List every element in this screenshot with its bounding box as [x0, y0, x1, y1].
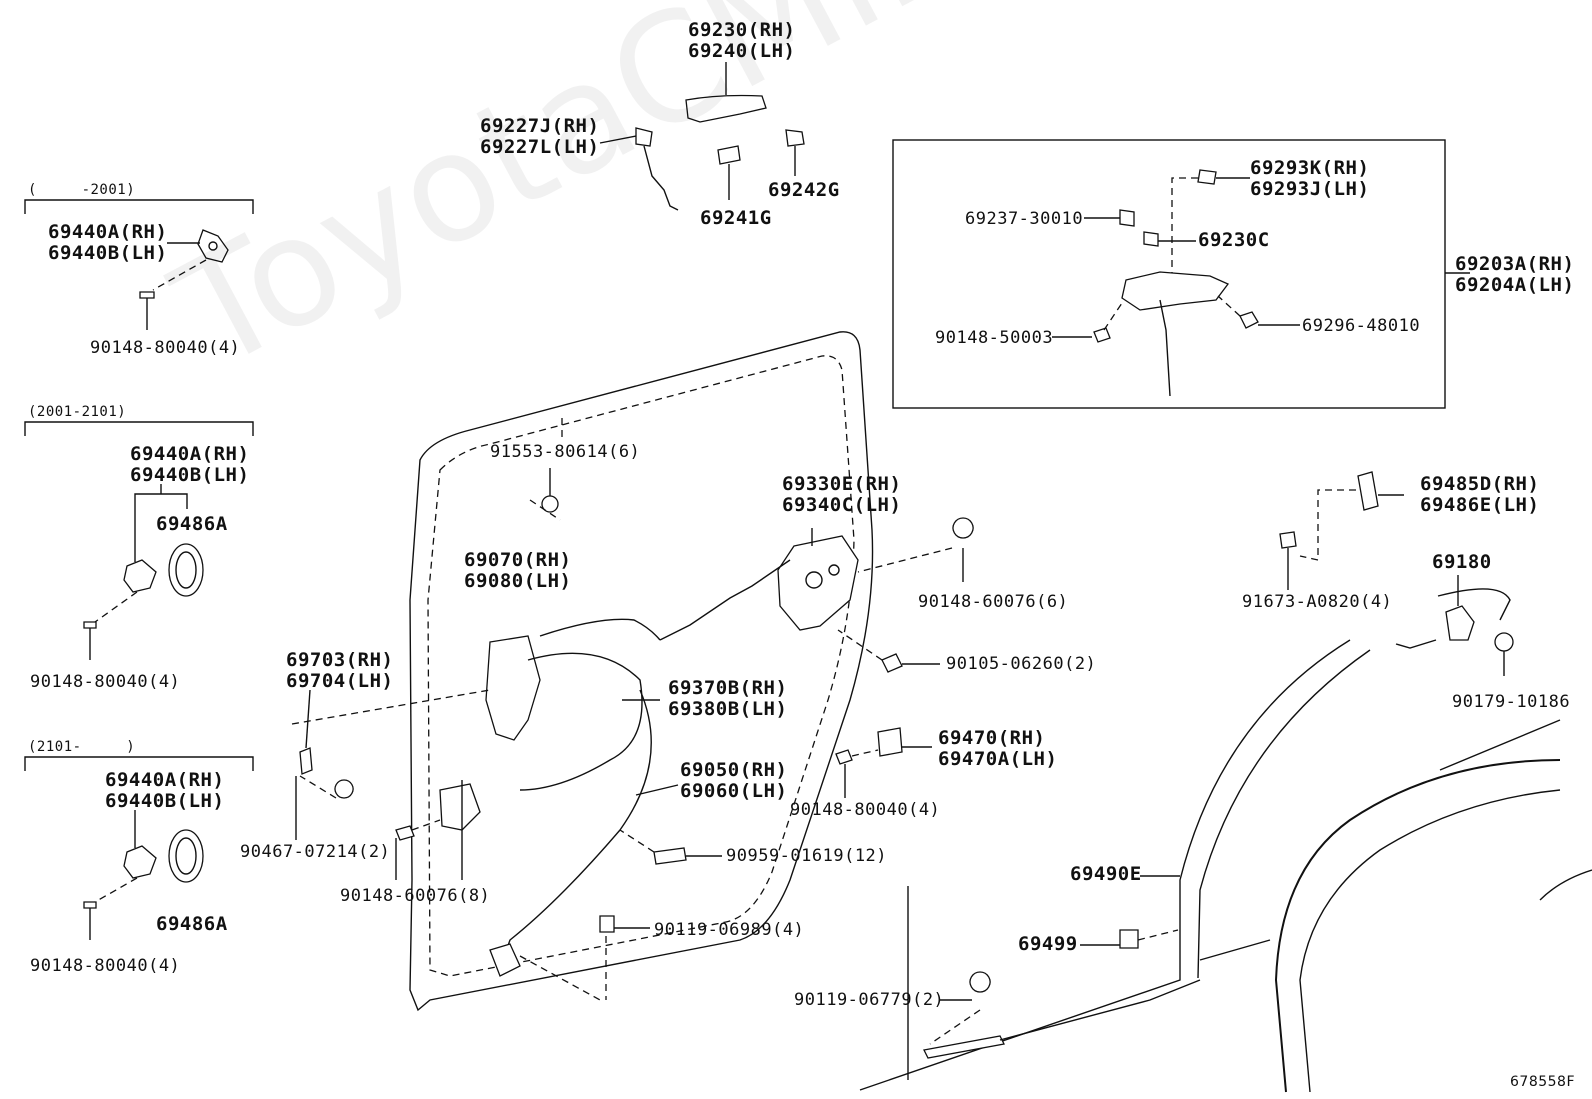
part-label-69237[interactable]: 69237-30010 [965, 209, 1084, 229]
part-label-91673[interactable]: 91673-A0820(4) [1242, 592, 1393, 612]
period-label-2: (2001-2101) [28, 404, 127, 420]
part-label-69070[interactable]: 69070(RH) 69080(LH) [464, 549, 572, 592]
part-label-69203[interactable]: 69203A(RH) 69204A(LH) [1455, 253, 1575, 296]
part-label-90179[interactable]: 90179-10186 [1452, 692, 1571, 712]
inside-handle-box [892, 139, 1470, 409]
part-label-90148-80040-d[interactable]: 90148-80040(4) [790, 800, 941, 820]
fuel-lid-parts [1279, 471, 1514, 676]
part-label-90119-06989[interactable]: 90119-06989(4) [654, 920, 805, 940]
part-label-69486A-b[interactable]: 69486A [156, 513, 228, 535]
part-label-69485[interactable]: 69485D(RH) 69486E(LH) [1420, 473, 1540, 516]
part-label-90148-60076-8[interactable]: 90148-60076(8) [340, 886, 491, 906]
part-label-69499[interactable]: 69499 [1018, 933, 1078, 955]
part-label-69470[interactable]: 69470(RH) 69470A(LH) [938, 727, 1058, 770]
part-label-91553[interactable]: 91553-80614(6) [490, 442, 641, 462]
part-label-69370[interactable]: 69370B(RH) 69380B(LH) [668, 677, 788, 720]
part-label-90959[interactable]: 90959-01619(12) [726, 846, 888, 866]
part-label-90119-06779[interactable]: 90119-06779(2) [794, 990, 945, 1010]
door-check-group-1 [139, 229, 229, 330]
part-label-69227[interactable]: 69227J(RH) 69227L(LH) [480, 115, 600, 158]
part-label-69440-c[interactable]: 69440A(RH) 69440B(LH) [105, 769, 225, 812]
door-check-group-2 [83, 484, 204, 660]
outside-handle-parts [599, 62, 805, 211]
part-label-69490E[interactable]: 69490E [1070, 863, 1142, 885]
part-label-90148-60076-6[interactable]: 90148-60076(6) [918, 592, 1069, 612]
part-label-90105[interactable]: 90105-06260(2) [946, 654, 1097, 674]
part-label-69180[interactable]: 69180 [1432, 551, 1492, 573]
part-label-90148-80040-c[interactable]: 90148-80040(4) [30, 956, 181, 976]
door-check-group-3 [83, 810, 204, 940]
period-label-3: (2101- ) [28, 739, 136, 755]
figure-code: 678558F [1510, 1074, 1575, 1090]
part-label-69703[interactable]: 69703(RH) 69704(LH) [286, 649, 394, 692]
part-label-69330[interactable]: 69330E(RH) 69340C(LH) [782, 473, 902, 516]
middle-fasteners [291, 468, 974, 1001]
vehicle-body-section [859, 639, 1592, 1093]
period-label-1: ( -2001) [28, 182, 136, 198]
part-label-90148-50003[interactable]: 90148-50003 [935, 328, 1054, 348]
part-label-69241G[interactable]: 69241G [700, 207, 772, 229]
part-label-69296[interactable]: 69296-48010 [1302, 316, 1421, 336]
part-label-69440-b[interactable]: 69440A(RH) 69440B(LH) [130, 443, 250, 486]
part-label-69050[interactable]: 69050(RH) 69060(LH) [680, 759, 788, 802]
part-label-69242G[interactable]: 69242G [768, 179, 840, 201]
part-label-90467[interactable]: 90467-07214(2) [240, 842, 391, 862]
part-label-69230[interactable]: 69230(RH) 69240(LH) [688, 19, 796, 62]
part-label-69440-a[interactable]: 69440A(RH) 69440B(LH) [48, 221, 168, 264]
part-label-69293[interactable]: 69293K(RH) 69293J(LH) [1250, 157, 1370, 200]
rear-door-outline [409, 331, 874, 1012]
part-label-69230C[interactable]: 69230C [1198, 229, 1270, 251]
part-label-69486A-c[interactable]: 69486A [156, 913, 228, 935]
part-label-90148-80040-b[interactable]: 90148-80040(4) [30, 672, 181, 692]
lock-assembly [439, 528, 859, 977]
period-brackets [24, 199, 254, 771]
part-label-90148-80040-a[interactable]: 90148-80040(4) [90, 338, 241, 358]
